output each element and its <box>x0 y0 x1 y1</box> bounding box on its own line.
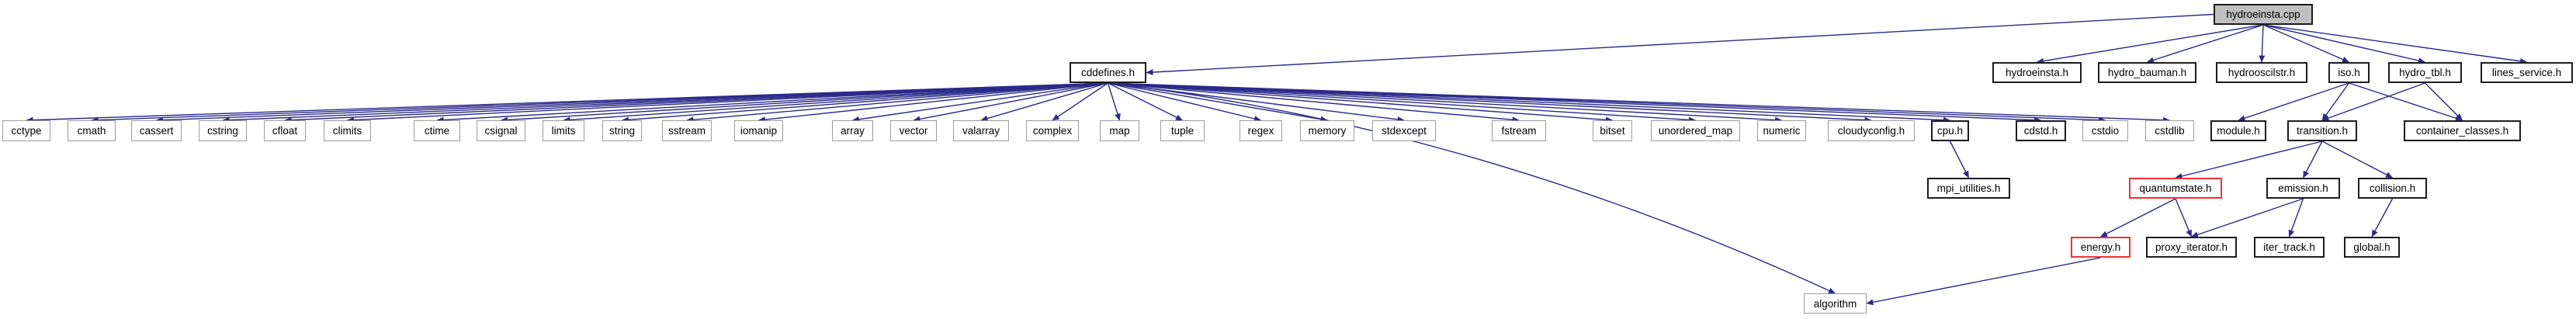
graph-node-limits[interactable]: limits <box>543 120 584 141</box>
graph-node-bitset[interactable]: bitset <box>1593 120 1632 141</box>
include-edge-transition-to-collision <box>2321 140 2393 179</box>
graph-node-cpu[interactable]: cpu.h <box>1931 120 1969 141</box>
graph-node-memory[interactable]: memory <box>1300 120 1354 141</box>
include-edge-quantumstate-to-proxy_iterator <box>2175 198 2193 238</box>
graph-node-cstring[interactable]: cstring <box>199 120 247 141</box>
include-edge-cddefines-to-regex <box>1108 82 1261 122</box>
graph-node-regex[interactable]: regex <box>1239 120 1282 141</box>
include-edge-emission-to-iter_track <box>2288 198 2304 238</box>
graph-node-iter_track[interactable]: iter_track.h <box>2254 237 2325 258</box>
graph-node-string[interactable]: string <box>602 120 642 141</box>
include-edge-root-to-lines_service <box>2262 24 2527 64</box>
include-edge-cddefines-to-algorithm <box>1108 82 1836 294</box>
graph-node-collision[interactable]: collision.h <box>2358 178 2427 199</box>
include-edge-root-to-iso <box>2262 24 2349 63</box>
graph-node-tuple[interactable]: tuple <box>1160 120 1205 141</box>
include-edge-iso-to-module <box>2238 82 2349 122</box>
graph-node-energy[interactable]: energy.h <box>2071 237 2130 258</box>
graph-node-csignal[interactable]: csignal <box>477 120 525 141</box>
include-edge-transition-to-quantumstate <box>2175 140 2323 179</box>
include-edge-cddefines-to-csignal <box>501 82 1108 123</box>
include-edge-cddefines-to-unordered_map <box>1108 82 1696 123</box>
include-edge-cddefines-to-ctime <box>436 82 1108 123</box>
graph-node-cstdlib[interactable]: cstdlib <box>2145 120 2194 141</box>
include-edge-hydro_tbl-to-container_classes <box>2425 82 2463 121</box>
include-edge-root-to-hydrooscilstr <box>2259 24 2266 63</box>
graph-node-quantumstate[interactable]: quantumstate.h <box>2129 178 2222 199</box>
graph-node-cdstd[interactable]: cdstd.h <box>2016 120 2066 141</box>
graph-node-lines_service[interactable]: lines_service.h <box>2481 62 2573 83</box>
graph-node-iomanip[interactable]: iomanip <box>734 120 783 141</box>
include-edge-quantumstate-to-energy <box>2100 198 2176 238</box>
include-edge-cddefines-to-cpu <box>1108 82 1950 123</box>
include-edge-root-to-hydro_tbl <box>2262 24 2425 64</box>
graph-node-container_classes[interactable]: container_classes.h <box>2404 120 2521 141</box>
include-edge-emission-to-proxy_iterator <box>2191 198 2304 238</box>
graph-node-cctype[interactable]: cctype <box>2 120 50 141</box>
include-edge-cddefines-to-sstream <box>686 82 1108 123</box>
include-edge-cddefines-to-numeric <box>1108 82 1782 123</box>
graph-node-sstream[interactable]: sstream <box>662 120 712 141</box>
include-edge-root-to-cddefines <box>1146 13 2214 76</box>
graph-node-cassert[interactable]: cassert <box>131 120 182 141</box>
graph-node-proxy_iterator[interactable]: proxy_iterator.h <box>2146 237 2237 258</box>
graph-node-complex[interactable]: complex <box>1026 120 1079 141</box>
graph-node-hydrooscilstr[interactable]: hydrooscilstr.h <box>2216 62 2307 83</box>
graph-node-vector[interactable]: vector <box>890 120 937 141</box>
include-edge-cddefines-to-valarray <box>980 82 1108 122</box>
graph-node-climits[interactable]: climits <box>324 120 371 141</box>
include-edge-cddefines-to-cstdlib <box>1108 82 2170 123</box>
graph-node-ctime[interactable]: ctime <box>414 120 460 141</box>
include-edge-cpu-to-mpi_utilities <box>1949 140 1970 179</box>
graph-node-unordered_map[interactable]: unordered_map <box>1651 120 1740 141</box>
graph-node-hydroeinsta_h[interactable]: hydroeinsta.h <box>1992 62 2082 83</box>
include-edge-cddefines-to-vector <box>913 82 1108 123</box>
graph-node-hydro_bauman[interactable]: hydro_bauman.h <box>2098 62 2196 83</box>
graph-node-fstream[interactable]: fstream <box>1492 120 1546 141</box>
include-edge-iso-to-container_classes <box>2349 82 2463 122</box>
include-edge-energy-to-algorithm <box>1866 257 2101 306</box>
include-edge-cddefines-to-complex <box>1052 82 1108 121</box>
graph-node-array[interactable]: array <box>832 120 873 141</box>
graph-node-root[interactable]: hydroeinsta.cpp <box>2214 4 2313 25</box>
include-edge-cddefines-to-memory <box>1108 82 1328 123</box>
include-edge-collision-to-global <box>2371 198 2394 238</box>
include-edge-cddefines-to-map <box>1107 82 1121 121</box>
graph-node-stdexcept[interactable]: stdexcept <box>1372 120 1436 141</box>
include-edge-transition-to-emission <box>2302 140 2323 179</box>
include-edge-cddefines-to-cloudyconfig <box>1108 82 1872 123</box>
graph-node-map[interactable]: map <box>1100 120 1139 141</box>
include-edge-cddefines-to-string <box>622 82 1108 123</box>
graph-node-cstdio[interactable]: cstdio <box>2082 120 2128 141</box>
include-edge-cddefines-to-tuple <box>1108 82 1183 121</box>
include-edge-root-to-hydroeinsta_h <box>2037 24 2264 64</box>
graph-node-cloudyconfig[interactable]: cloudyconfig.h <box>1828 120 1915 141</box>
graph-node-transition[interactable]: transition.h <box>2287 120 2357 141</box>
include-edge-root-to-hydro_bauman <box>2147 24 2264 64</box>
include-edge-iso-to-transition <box>2321 82 2350 121</box>
graph-node-iso[interactable]: iso.h <box>2328 62 2370 83</box>
include-edge-cddefines-to-array <box>852 82 1108 123</box>
graph-node-valarray[interactable]: valarray <box>953 120 1009 141</box>
graph-node-algorithm[interactable]: algorithm <box>1804 293 1867 314</box>
graph-node-global[interactable]: global.h <box>2344 237 2400 258</box>
graph-node-cfloat[interactable]: cfloat <box>264 120 306 141</box>
graph-node-module[interactable]: module.h <box>2210 120 2266 141</box>
include-edge-cddefines-to-climits <box>347 82 1108 123</box>
include-edge-cddefines-to-limits <box>563 82 1108 123</box>
graph-node-emission[interactable]: emission.h <box>2266 178 2340 199</box>
graph-node-cmath[interactable]: cmath <box>68 120 116 141</box>
graph-node-mpi_utilities[interactable]: mpi_utilities.h <box>1927 178 2010 199</box>
include-edge-cddefines-to-bitset <box>1108 82 1613 123</box>
include-edge-hydro_tbl-to-transition <box>2321 82 2425 121</box>
include-edge-cddefines-to-iomanip <box>758 82 1108 123</box>
include-edge-cddefines-to-fstream <box>1108 82 1520 123</box>
graph-node-numeric[interactable]: numeric <box>1757 120 1806 141</box>
graph-node-hydro_tbl[interactable]: hydro_tbl.h <box>2388 62 2462 83</box>
graph-node-cddefines[interactable]: cddefines.h <box>1070 62 1146 83</box>
